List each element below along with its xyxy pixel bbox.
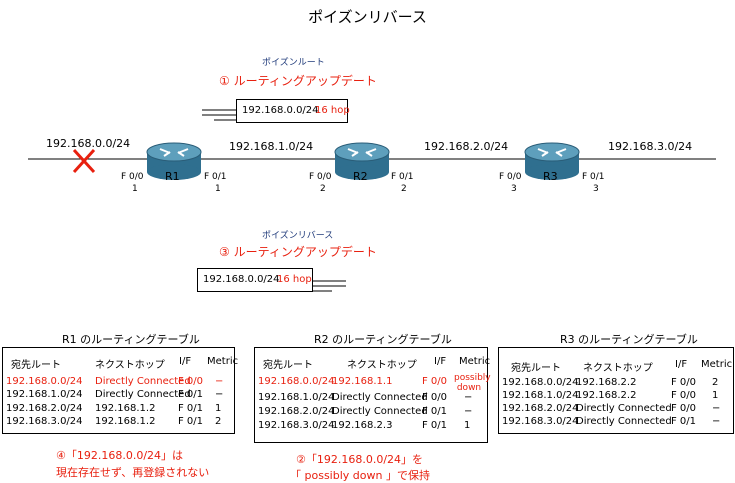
network-label: 192.168.2.0/24 [424,140,509,153]
poison-route-caption: ポイズンルート [262,58,325,68]
table-row: 192.168.0.0/24 192.168.1.1 F 0/0 possibl… [258,373,491,393]
header-dest: 宛先ルート [11,360,61,371]
table-row: 192.168.3.0/24 Directly Connected F 0/1 … [502,416,721,427]
header-if: I/F [179,356,192,367]
header-next: ネクストホップ [95,360,165,371]
link-failure-x-icon [72,148,96,174]
ip-suffix: 3 [511,184,517,194]
ip-suffix: 2 [401,184,407,194]
interface-label: F 0/1 [391,172,414,182]
poison-reverse-caption: ポイズンリバース [262,231,334,241]
page-title: ポイズンリバース [308,8,427,26]
table-title: R1 のルーティングテーブル [62,333,200,346]
router-icon [524,142,580,180]
router-name: R2 [353,170,368,183]
ip-suffix: 2 [320,184,326,194]
update-box-top: 192.168.0.0/24 16 hop [236,99,350,123]
ip-suffix: 1 [215,184,221,194]
routing-table-r2: 宛先ルート ネクストホップ I/F Metric 192.168.0.0/24 … [254,347,491,443]
routing-table-r1: 宛先ルート ネクストホップ I/F Metric 192.168.0.0/24 … [2,347,239,434]
network-label: 192.168.3.0/24 [608,140,693,153]
network-label: 192.168.0.0/24 [46,137,131,150]
router-icon [334,142,390,180]
update-step-3: ③ ルーティングアップデート [219,245,377,259]
table-row: 192.168.2.0/24 Directly Connected F 0/0 … [502,403,721,414]
table-row: 192.168.3.0/24 192.168.1.2 F 0/1 2 [6,416,222,427]
ip-suffix: 3 [593,184,599,194]
router-name: R3 [543,170,558,183]
ip-suffix: 1 [132,184,138,194]
table-row: 192.168.2.0/24 Directly Connected F 0/1 … [258,406,473,417]
interface-label: F 0/0 [121,172,144,182]
network-label: 192.168.1.0/24 [229,140,314,153]
router-icon [146,142,202,180]
table-row: 192.168.3.0/24 192.168.2.3 F 0/1 1 [258,420,471,431]
possibly-down-metric: possibly down [454,373,491,393]
routing-table-r3: 宛先ルート ネクストホップ I/F Metric 192.168.0.0/24 … [498,347,734,434]
table-row: 192.168.1.0/24 Directly Connected F 0/0 … [258,392,473,403]
table-row: 192.168.0.0/24 192.168.2.2 F 0/0 2 [502,377,719,388]
header-metric: Metric [207,356,239,367]
table-title: R3 のルーティングテーブル [560,333,698,346]
interface-label: F 0/0 [499,172,522,182]
update-box-bottom: 192.168.0.0/24 16 hop [197,268,313,292]
router-name: R1 [165,170,180,183]
table-title: R2 のルーティングテーブル [314,333,452,346]
update-entry-net: 192.168.0.0/24 [242,105,319,116]
table-row: 192.168.1.0/24 192.168.2.2 F 0/0 1 [502,390,719,401]
update-entry-net: 192.168.0.0/24 [203,274,280,285]
interface-label: F 0/1 [204,172,227,182]
table-row: 192.168.1.0/24 Directly Connected F 0/1 … [6,389,224,400]
update-entry-hop: 16 hop [315,105,350,116]
note-4-line2: 現在存在せず、再登録されない [56,466,210,479]
update-entry-hop: 16 hop [277,274,312,285]
interface-label: F 0/1 [582,172,605,182]
note-4-line1: ④「192.168.0.0/24」は [56,449,184,462]
note-2-line2: 「 possibly down 」で保持 [290,469,430,482]
interface-label: F 0/0 [309,172,332,182]
note-2-line1: ②「192.168.0.0/24」を [296,453,424,466]
update-step-1: ① ルーティングアップデート [219,74,377,88]
table-row: 192.168.0.0/24 Directly Connected F 0/0 … [6,376,224,387]
table-row: 192.168.2.0/24 192.168.1.2 F 0/1 1 [6,403,222,414]
